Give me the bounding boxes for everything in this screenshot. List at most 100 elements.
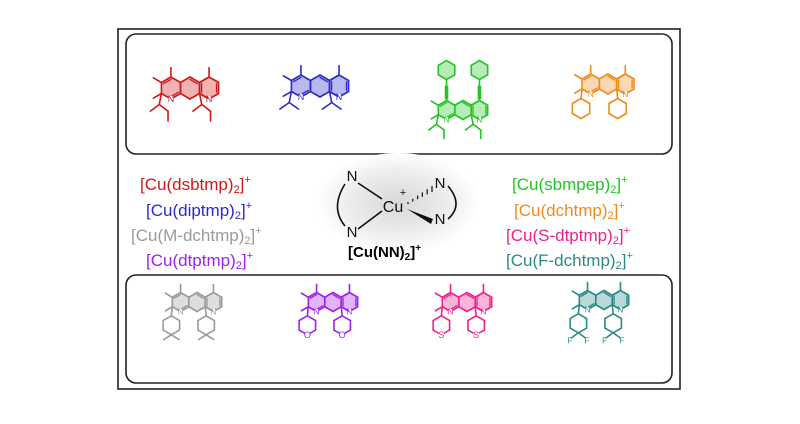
bond [571, 97, 582, 105]
bond [170, 329, 181, 336]
bond [290, 74, 302, 82]
bond [615, 88, 625, 95]
bond [470, 74, 481, 81]
bond [611, 290, 621, 297]
bond [445, 113, 454, 119]
label-mask [447, 308, 454, 315]
bond [607, 88, 618, 95]
label-diptmp: [Cu(diptmp)2]+ [146, 200, 253, 222]
bond [300, 89, 310, 96]
bond [341, 314, 352, 322]
bond [328, 90, 333, 104]
bond [158, 92, 163, 106]
bond [594, 303, 605, 311]
bond [603, 289, 614, 297]
bond [445, 99, 456, 107]
bottom-panel [125, 274, 673, 384]
bond [482, 291, 493, 299]
bond [300, 74, 312, 82]
bond [607, 73, 618, 80]
bond [196, 293, 205, 299]
center-atom: N [435, 211, 446, 228]
bond [467, 314, 477, 322]
bond [328, 75, 339, 82]
bond [170, 76, 182, 84]
bond [569, 312, 580, 320]
bond [462, 101, 471, 107]
bond [197, 333, 207, 341]
label-sbmpep: [Cu(sbmpep)2]+ [512, 174, 628, 196]
bond [315, 305, 324, 311]
bond [300, 292, 310, 299]
bond [434, 292, 444, 299]
bond [589, 73, 601, 80]
label-mask [339, 331, 346, 338]
bond [470, 59, 481, 67]
bond [577, 303, 581, 315]
label-mask [304, 331, 311, 338]
bond [173, 293, 182, 299]
bond [449, 305, 458, 311]
bond [179, 92, 191, 100]
bond [208, 76, 220, 84]
bond [437, 74, 448, 81]
atom-label: N [211, 307, 217, 316]
bond [581, 73, 592, 80]
bond [598, 88, 609, 95]
bond [300, 305, 310, 312]
label-mask [167, 95, 175, 103]
bond [586, 289, 597, 297]
bond [309, 74, 321, 82]
bond [571, 290, 581, 297]
bond [615, 73, 625, 80]
bond [164, 292, 174, 299]
atom-label: F [619, 336, 624, 345]
atom-label: N [585, 305, 591, 314]
bond [162, 78, 172, 85]
bond [443, 293, 452, 299]
atom-label: F [567, 336, 572, 345]
bond [298, 314, 309, 322]
bond [616, 97, 628, 105]
bond [170, 314, 181, 322]
bond [149, 103, 161, 112]
bond [196, 291, 207, 299]
bond [288, 90, 293, 104]
bond [440, 314, 451, 322]
label-mask [443, 116, 450, 123]
bond [439, 101, 448, 107]
bond [162, 314, 173, 322]
center-atom: N [347, 168, 358, 185]
center-formula: [Cu(NN)2]+ [348, 243, 422, 263]
bond [152, 92, 163, 99]
atom-label: N [314, 307, 320, 316]
bond [348, 291, 359, 299]
bond [474, 292, 484, 299]
atom-label: N [622, 90, 628, 99]
bond [437, 99, 448, 107]
bond [205, 329, 216, 336]
bond [187, 291, 198, 299]
bond [179, 291, 190, 299]
label-dchtmp: [Cu(dchtmp)2]+ [514, 200, 625, 222]
bond [577, 312, 588, 320]
bond [464, 123, 474, 131]
bond [198, 92, 203, 106]
bond [282, 90, 293, 97]
atom-label: N [481, 307, 487, 316]
label-m-dchtmp: [Cu(M-dchtmp)2]+ [131, 225, 262, 247]
bond [158, 103, 169, 112]
cu-n-wedge [407, 209, 433, 224]
ring-fill [199, 77, 219, 99]
bond [605, 331, 614, 339]
bond [608, 97, 619, 105]
bond [466, 293, 475, 299]
bond [608, 112, 619, 120]
bond [612, 312, 623, 320]
atom-label: O [339, 330, 346, 340]
bond [204, 305, 214, 312]
bond [619, 289, 630, 297]
ring-fill [438, 60, 455, 80]
